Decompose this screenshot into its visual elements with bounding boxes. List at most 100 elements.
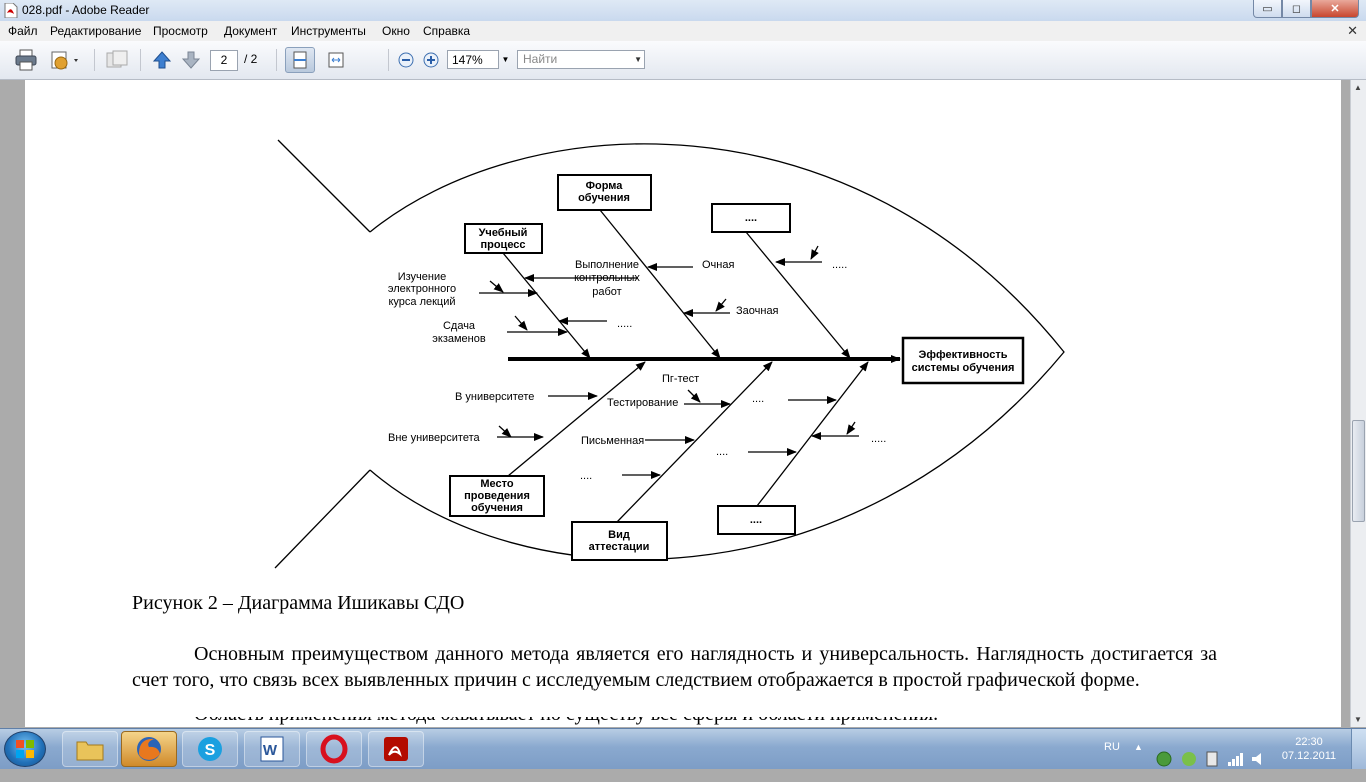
zoom-dropdown-icon[interactable]: ▼	[501, 55, 510, 64]
taskbar: S W RU ▲ 22:30 07.12.2011	[0, 728, 1366, 769]
pdf-page: Эффективность системы обучения Учебный п…	[25, 80, 1341, 727]
show-desktop-button[interactable]	[1351, 729, 1366, 769]
window-title: 028.pdf - Adobe Reader	[22, 3, 150, 17]
label-dots-bottom-right: .....	[871, 433, 886, 445]
clock-date: 07.12.2011	[1281, 750, 1337, 762]
label-exams-1: Сдача	[443, 320, 476, 332]
menu-window[interactable]: Окно	[382, 24, 410, 38]
svg-text:W: W	[263, 742, 278, 759]
vertical-scrollbar[interactable]: ▲ ▼	[1350, 80, 1366, 727]
maximize-icon: ◻	[1291, 3, 1302, 15]
scroll-down-icon[interactable]: ▼	[1354, 715, 1362, 724]
firefox-icon	[137, 737, 161, 761]
document-viewport[interactable]: Эффективность системы обучения Учебный п…	[0, 80, 1350, 727]
next-line-cut: Область применения метода охватывает по …	[132, 717, 1217, 725]
device-icon[interactable]	[1204, 739, 1220, 779]
skype-icon: S	[198, 737, 222, 761]
prev-page-icon	[152, 51, 172, 69]
bone-top-dots	[745, 231, 851, 359]
network-status-icon[interactable]	[1155, 739, 1173, 779]
toolbar: 2 / 2 147% ▼ Найти ▼	[0, 41, 1366, 80]
taskbar-skype[interactable]: S	[182, 731, 238, 767]
label-control-1: Выполнение	[575, 259, 639, 271]
tray-expand-icon[interactable]: ▲	[1134, 742, 1143, 752]
label-control-3: работ	[592, 286, 621, 298]
menu-edit[interactable]: Редактирование	[50, 24, 142, 38]
label-study-1: Изучение	[398, 271, 447, 283]
fish-tail-top	[277, 139, 371, 233]
minimize-button[interactable]: ▭	[1253, 0, 1282, 18]
bone-process	[502, 252, 591, 359]
zoom-out-button[interactable]	[396, 47, 416, 73]
label-dots-process: .....	[617, 318, 632, 330]
annotate-icon	[106, 50, 128, 68]
attestation-label-line2: аттестации	[589, 541, 650, 553]
scrollbar-thumb[interactable]	[1352, 420, 1365, 522]
close-button[interactable]: ✕	[1311, 0, 1359, 18]
taskbar-opera[interactable]	[306, 731, 362, 767]
share-button[interactable]	[46, 47, 84, 73]
zoom-level-input[interactable]: 147%	[447, 50, 499, 69]
menu-help[interactable]: Справка	[423, 24, 471, 38]
paragraph-text: Основным преимуществом данного метода яв…	[132, 643, 1217, 691]
attestation-box	[571, 521, 668, 561]
print-button[interactable]	[12, 47, 40, 73]
label-zaochnaya: Заочная	[736, 305, 779, 317]
window-controls: ▭ ◻ ✕	[1253, 0, 1359, 18]
taskbar-adobe-reader[interactable]	[368, 731, 424, 767]
menu-file[interactable]: Файл	[8, 24, 38, 38]
volume-icon[interactable]	[1250, 739, 1268, 779]
pdf-file-icon	[4, 3, 18, 18]
find-placeholder: Найти	[523, 52, 558, 66]
taskbar-firefox[interactable]	[121, 731, 177, 767]
windows-logo-icon	[16, 740, 34, 758]
next-page-button[interactable]	[179, 47, 203, 73]
fit-width-button[interactable]	[322, 47, 350, 73]
place-box	[449, 475, 545, 517]
bottom-dots-label: ....	[750, 514, 762, 526]
sub-arrow	[810, 245, 819, 260]
clock[interactable]: 22:30 07.12.2011	[1274, 735, 1344, 763]
place-label-line1: Место	[480, 478, 513, 490]
annotate-button[interactable]	[103, 47, 131, 73]
language-indicator[interactable]: RU	[1104, 741, 1120, 753]
find-dropdown-icon[interactable]: ▼	[634, 55, 642, 64]
toolbar-separator	[388, 49, 389, 71]
process-label-line1: Учебный	[479, 227, 528, 239]
maximize-button[interactable]: ◻	[1282, 0, 1311, 18]
print-icon	[15, 49, 37, 71]
menu-tools[interactable]: Инструменты	[291, 24, 366, 38]
effect-box	[901, 336, 1025, 385]
find-input[interactable]: Найти ▼	[517, 50, 645, 69]
menu-view[interactable]: Просмотр	[153, 24, 208, 38]
taskbar-explorer[interactable]	[62, 731, 118, 767]
taskbar-word[interactable]: W	[244, 731, 300, 767]
bottom-dots-box	[717, 505, 796, 535]
label-in-univ: В университете	[455, 391, 534, 403]
sub-arrow	[498, 425, 512, 438]
fish-body-outline	[369, 143, 1065, 561]
page-number-input[interactable]: 2	[210, 50, 238, 71]
ishikawa-diagram: Эффективность системы обучения Учебный п…	[274, 139, 1065, 569]
opera-icon	[320, 734, 348, 764]
start-button[interactable]	[4, 731, 46, 767]
fit-page-button[interactable]	[285, 47, 315, 73]
chat-status-icon[interactable]	[1180, 739, 1198, 779]
form-label-line2: обучения	[578, 192, 630, 204]
toolbar-separator	[276, 49, 277, 71]
toolbar-separator	[140, 49, 141, 71]
effect-label-line2: системы обучения	[912, 362, 1015, 374]
fit-page-icon	[293, 51, 307, 69]
share-icon	[51, 51, 78, 70]
document-close-icon[interactable]: ✕	[1347, 23, 1358, 38]
signal-strength-icon[interactable]	[1226, 739, 1244, 779]
sub-arrow	[489, 280, 504, 293]
zoom-in-button[interactable]	[421, 47, 441, 73]
bone-place	[507, 361, 646, 477]
sub-arrow	[715, 298, 727, 312]
bone-form	[599, 209, 721, 359]
prev-page-button[interactable]	[150, 47, 174, 73]
scroll-up-icon[interactable]: ▲	[1354, 83, 1362, 92]
process-label-line2: процесс	[480, 239, 525, 251]
menu-document[interactable]: Документ	[224, 24, 278, 38]
